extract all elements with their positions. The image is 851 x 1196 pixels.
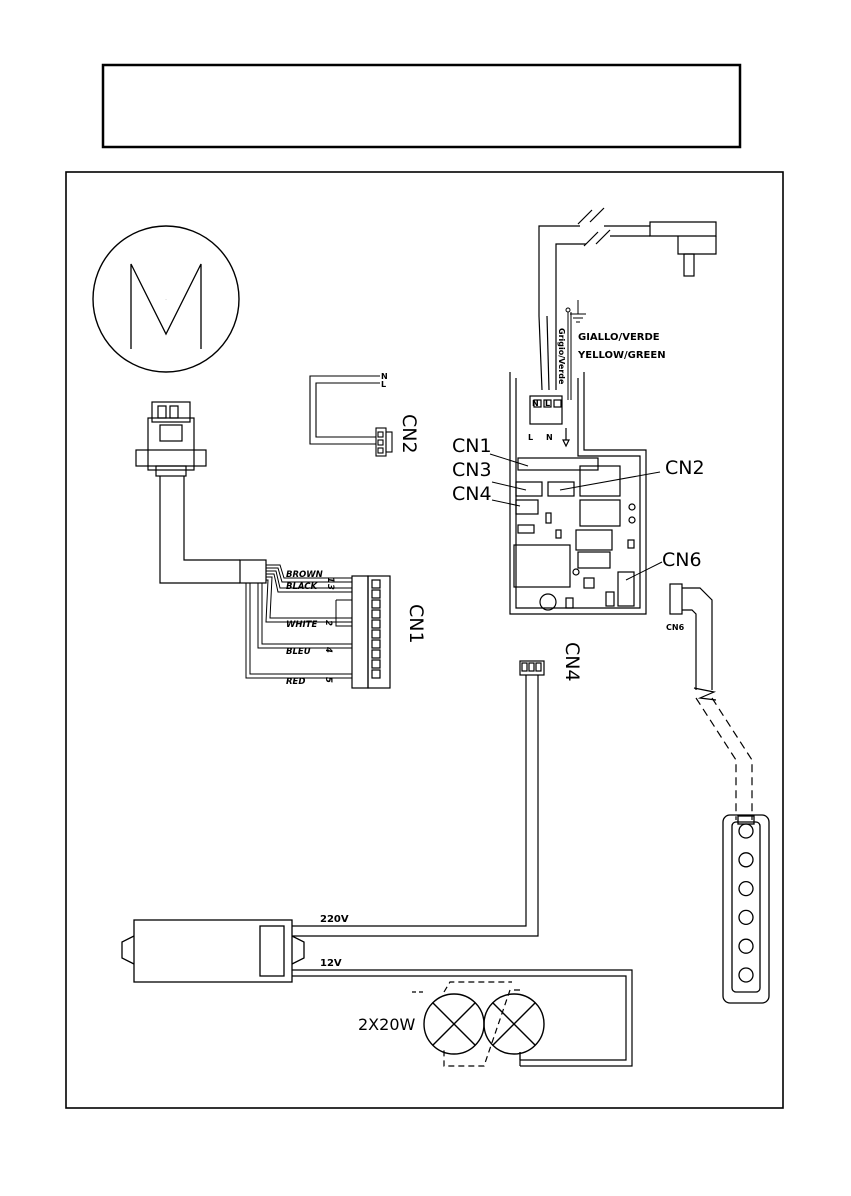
wire-label-red: RED bbox=[286, 677, 305, 687]
cn4-board-label: CN4 bbox=[452, 483, 492, 505]
transformer-input-label: 220V bbox=[320, 914, 349, 925]
cn1-connector bbox=[352, 576, 390, 688]
motor-cable bbox=[160, 476, 266, 583]
transformer-output-label: 12V bbox=[320, 958, 342, 969]
cn4-label-vertical: CN4 bbox=[561, 642, 583, 682]
earth-label-italian: GIALLO/VERDE bbox=[578, 332, 660, 343]
terminal-top-l: L bbox=[545, 399, 550, 408]
control-board bbox=[510, 372, 646, 614]
motor-symbol: M bbox=[93, 226, 239, 372]
lamps-label: 2X20W bbox=[358, 1015, 416, 1034]
terminal-bottom-n: N bbox=[546, 433, 553, 442]
motor-symbol-label: M bbox=[166, 299, 167, 301]
wire-num-4: 4 bbox=[323, 646, 333, 653]
wire-num-3: 3 bbox=[325, 584, 335, 590]
lamp-wiring bbox=[292, 970, 632, 1066]
cn6-board-label: CN6 bbox=[662, 549, 702, 571]
keypad-button bbox=[739, 910, 753, 924]
keypad bbox=[723, 815, 769, 1003]
keypad-button bbox=[739, 939, 753, 953]
lamp-2 bbox=[484, 994, 544, 1054]
earth-label-english: YELLOW/GREEN bbox=[577, 350, 666, 361]
terminal-bottom-l: L bbox=[528, 433, 533, 442]
keypad-button bbox=[739, 968, 753, 982]
wire-label-bleu: BLEU bbox=[286, 647, 311, 657]
motor-connector bbox=[136, 402, 206, 476]
wire-num-1: 1 bbox=[325, 577, 335, 583]
header-box bbox=[103, 65, 740, 147]
lamp-1 bbox=[424, 994, 484, 1054]
keypad-button bbox=[739, 853, 753, 867]
wire-label-grigio-verde: Grigio/Verde bbox=[557, 328, 566, 385]
wire-label-brown: BROWN bbox=[286, 570, 323, 580]
cn6-lead-label: CN6 bbox=[666, 623, 685, 632]
wire-label-black: BLACK bbox=[286, 582, 318, 592]
cn1-label-vertical: CN1 bbox=[405, 604, 427, 644]
keypad-lead bbox=[670, 584, 752, 820]
wire-num-2: 2 bbox=[323, 620, 333, 626]
cn2-wire-l: L bbox=[381, 380, 386, 389]
cn1-board-label: CN1 bbox=[452, 435, 492, 457]
cn3-board-label: CN3 bbox=[452, 459, 492, 481]
transformer bbox=[122, 920, 304, 982]
keypad-button bbox=[739, 882, 753, 896]
cn2-lead bbox=[310, 376, 392, 456]
wire-label-white: WHITE bbox=[286, 620, 317, 630]
keypad-button bbox=[739, 824, 753, 838]
cn2-label-vertical: CN2 bbox=[398, 414, 420, 454]
cn4-lead bbox=[292, 661, 544, 936]
terminal-top-n: N bbox=[532, 399, 539, 408]
wire-num-5: 5 bbox=[323, 677, 333, 683]
cn2-board-label: CN2 bbox=[665, 457, 705, 479]
